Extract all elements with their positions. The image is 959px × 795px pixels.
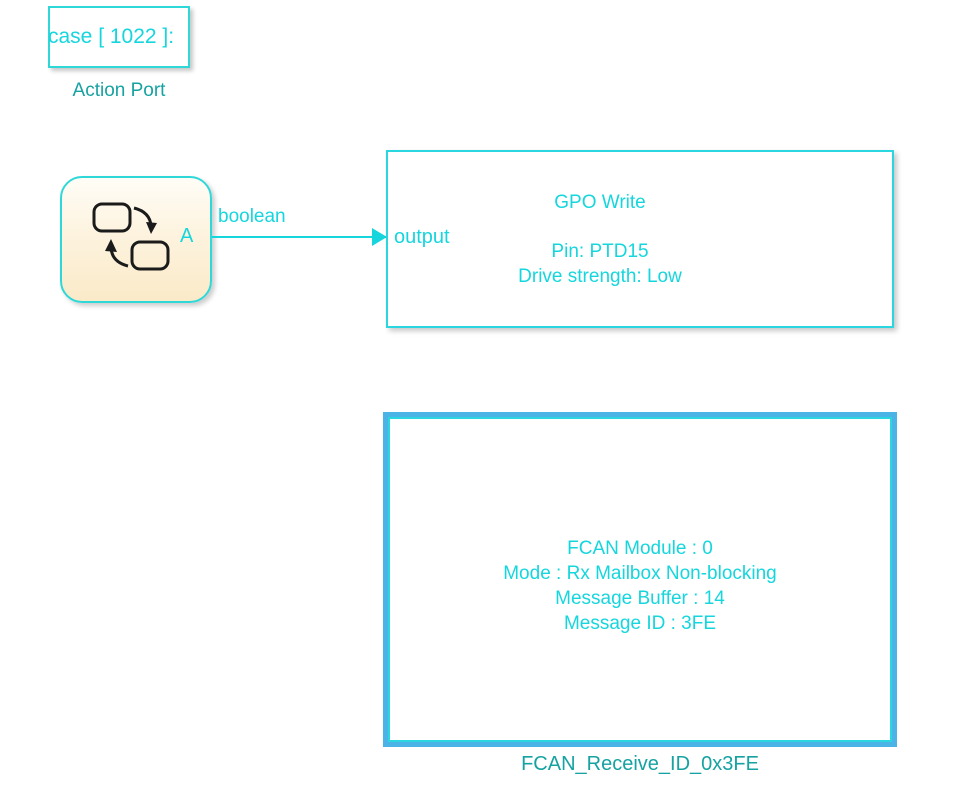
fcan-receive-block-name: FCAN_Receive_ID_0x3FE xyxy=(521,753,759,775)
chart-output-port-label: A xyxy=(180,225,194,247)
gpo-write-parameters: Pin: PTD15 Drive strength: Low xyxy=(518,241,682,287)
fcan-receive-block[interactable] xyxy=(388,417,892,742)
signal-line-chart-to-gpo[interactable] xyxy=(212,236,386,238)
action-port-case-label: case [ 1022 ]: xyxy=(48,25,175,48)
gpo-write-block[interactable] xyxy=(386,150,894,473)
signal-arrow-icon xyxy=(372,228,387,246)
action-port-block-name: Action Port xyxy=(72,80,166,101)
stateflow-chart-block[interactable] xyxy=(60,176,212,303)
stateflow-chart-icon xyxy=(92,202,170,271)
action-port-block[interactable] xyxy=(48,6,190,68)
fcan-receive-parameters: FCAN Module : 0 Mode : Rx Mailbox Non-bl… xyxy=(503,538,777,634)
gpo-write-inport-label: output xyxy=(394,226,450,248)
gpo-write-title: GPO Write xyxy=(554,192,646,213)
signal-type-label: boolean xyxy=(218,206,286,227)
